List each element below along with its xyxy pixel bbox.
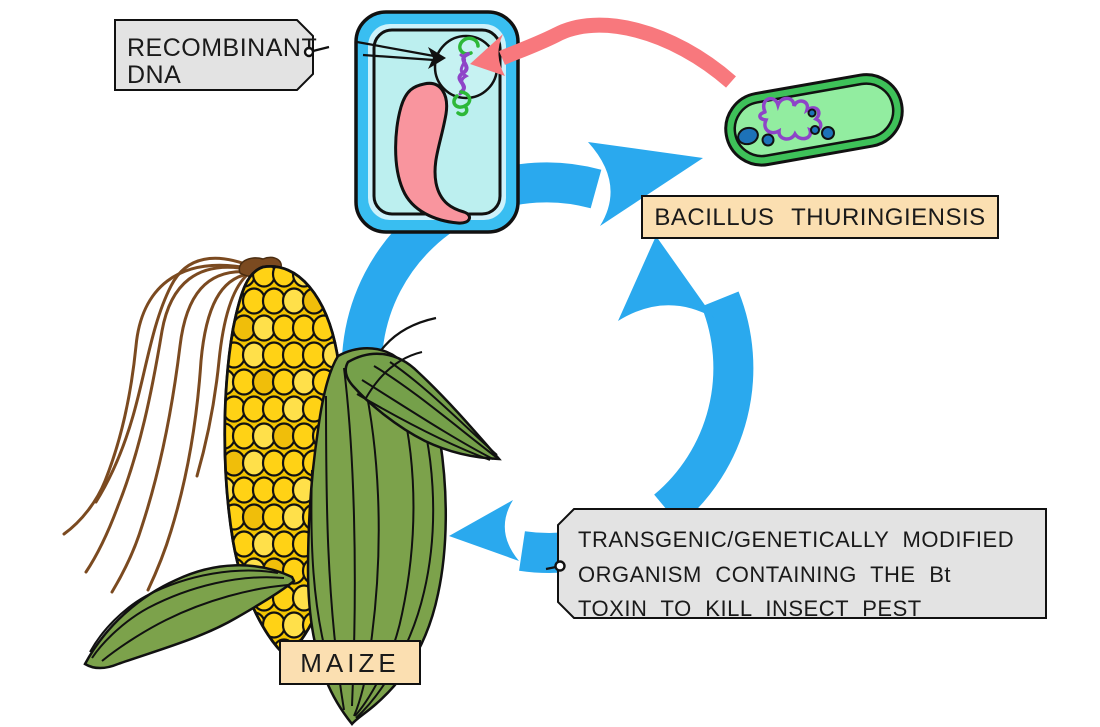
- corn-kernel: [224, 638, 237, 657]
- corn-kernel: [251, 368, 277, 396]
- transgenic-label-connector-dot: [554, 560, 566, 572]
- maize-illustration: [62, 256, 502, 726]
- corn-kernel: [241, 395, 267, 423]
- left-husk-leaf: [83, 564, 296, 670]
- maize-text: MAIZE: [300, 648, 399, 678]
- corn-kernel: [241, 449, 267, 477]
- transgenic-box: [557, 508, 1047, 619]
- bacterium-illustration: [724, 73, 904, 167]
- corn-kernel: [321, 287, 345, 315]
- corn-kernel: [281, 287, 307, 315]
- corn-kernel: [281, 503, 307, 531]
- gene-transfer-arrow: [470, 17, 736, 88]
- recombinant-dna-text-line1: RECOMBINANT: [127, 34, 317, 62]
- maize-label: MAIZE: [279, 640, 421, 685]
- corn-kernel: [224, 476, 237, 504]
- red-arrowhead: [470, 34, 505, 76]
- cycle-arrowhead-to-maize: [449, 500, 519, 561]
- corn-kernel: [224, 503, 247, 531]
- corn-kernel: [271, 368, 297, 396]
- corn-kernel: [251, 476, 277, 504]
- bacillus-box: [641, 195, 999, 239]
- bacillus-label: BACILLUS THURINGIENSIS: [641, 195, 999, 239]
- bacillus-text: BACILLUS THURINGIENSIS: [654, 204, 985, 231]
- corn-kernel: [271, 476, 297, 504]
- bacterial-dna-icon: [758, 96, 823, 141]
- corn-kernel: [231, 638, 257, 657]
- corn-kernel: [241, 287, 267, 315]
- corn-kernel: [251, 638, 277, 657]
- corn-kernel: [251, 314, 277, 342]
- corn-kernel: [301, 341, 327, 369]
- husk-flap-leaf: [344, 351, 502, 461]
- corn-kernel: [261, 287, 287, 315]
- cycle-arrowhead-to-bacterium: [588, 142, 703, 226]
- corn-kernel: [231, 368, 257, 396]
- transgenic-text-line1: TRANSGENIC/GENETICALLY MODIFIED: [578, 527, 1014, 552]
- corn-kernel: [271, 314, 297, 342]
- recombinant-dna-text-line2: DNA: [127, 61, 181, 89]
- corn-kernel: [261, 449, 287, 477]
- plasmid-dots: [737, 108, 835, 147]
- corn-kernel: [281, 395, 307, 423]
- recombinant-dna-box: [114, 19, 314, 91]
- corn-kernel: [271, 422, 297, 450]
- corn-silk: [62, 256, 257, 594]
- plant-cell-illustration: [354, 10, 520, 234]
- corn-kernel: [251, 422, 277, 450]
- recombinant-chromosome-icon: [452, 36, 480, 117]
- label-pointer-arrow: [356, 40, 446, 69]
- corn-kernel: [291, 422, 317, 450]
- corn-kernel: [281, 341, 307, 369]
- transgenic-text-line3: TOXIN TO KILL INSECT PEST: [578, 596, 922, 621]
- corn-kernel: [231, 476, 257, 504]
- corn-kernel: [231, 422, 257, 450]
- recombinant-label-connector-dot: [303, 46, 315, 58]
- corn-kernel: [261, 341, 287, 369]
- transgenic-text-line2: ORGANISM CONTAINING THE Bt: [578, 562, 951, 587]
- corn-kernel: [291, 314, 317, 342]
- corn-kernel: [281, 611, 307, 639]
- corn-kernel: [261, 503, 287, 531]
- transgenic-label: TRANSGENIC/GENETICALLY MODIFIED ORGANISM…: [545, 508, 1047, 621]
- corn-kernel: [224, 341, 247, 369]
- recombinant-dna-label: RECOMBINANT DNA: [114, 19, 330, 91]
- vacuole: [394, 81, 471, 225]
- corn-kernel: [281, 449, 307, 477]
- corn-kernel: [241, 503, 267, 531]
- corn-kernel: [331, 266, 345, 288]
- corn-kernel: [291, 368, 317, 396]
- corn-kernel: [261, 395, 287, 423]
- corn-kernel: [241, 341, 267, 369]
- corn-kernel: [311, 266, 337, 288]
- corn-kernel: [271, 530, 297, 558]
- cycle-arc-right: [653, 291, 754, 526]
- cycle-arrowhead-to-bacillus-label: [618, 236, 714, 321]
- corn-kernel: [251, 530, 277, 558]
- maize-box: [279, 640, 421, 685]
